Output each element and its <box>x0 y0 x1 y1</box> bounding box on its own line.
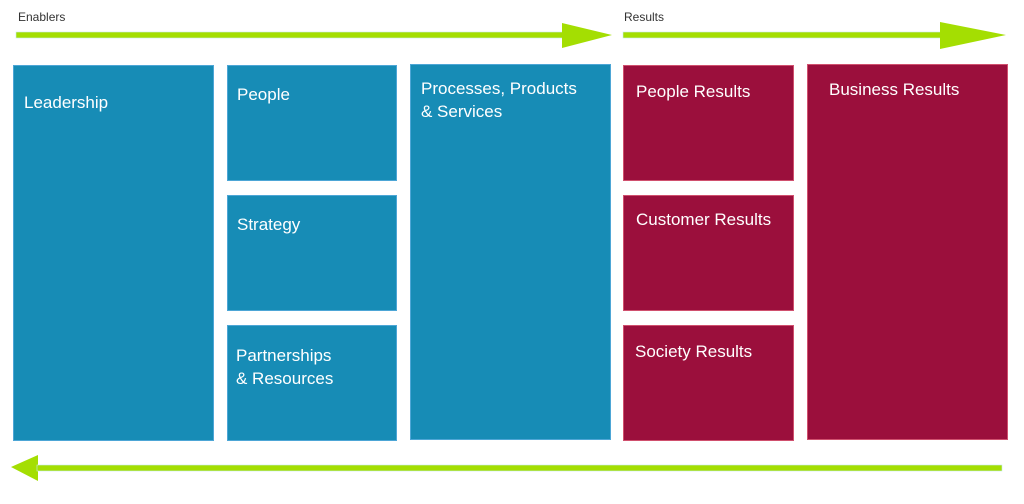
results-arrow-icon <box>622 22 1006 49</box>
leadership-box[interactable]: Leadership <box>13 65 214 441</box>
customer-results-label: Customer Results <box>636 210 772 229</box>
enablers-label: Enablers <box>18 10 66 24</box>
partnerships-resources-box[interactable]: Partnerships & Resources <box>227 325 397 441</box>
business-results-box[interactable]: Business Results <box>807 64 1008 440</box>
society-results-label: Society Results <box>635 342 753 361</box>
enablers-arrow-icon <box>15 23 612 48</box>
business-results-label: Business Results <box>829 80 960 99</box>
people-results-box[interactable]: People Results <box>623 65 794 181</box>
learning-feedback-arrow-icon <box>11 455 1003 481</box>
people-label: People <box>237 85 290 104</box>
society-results-box[interactable]: Society Results <box>623 325 794 441</box>
processes-products-services-label: Processes, Products & Services <box>421 79 577 121</box>
strategy-box[interactable]: Strategy <box>227 195 397 311</box>
customer-results-box[interactable]: Customer Results <box>623 195 794 311</box>
partnerships-resources-label: Partnerships & Resources <box>236 346 334 388</box>
strategy-label: Strategy <box>237 215 301 234</box>
people-box[interactable]: People <box>227 65 397 181</box>
results-label: Results <box>624 10 665 24</box>
leadership-label: Leadership <box>24 93 109 112</box>
people-results-label: People Results <box>636 82 751 101</box>
processes-products-services-box[interactable]: Processes, Products & Services <box>410 64 611 440</box>
